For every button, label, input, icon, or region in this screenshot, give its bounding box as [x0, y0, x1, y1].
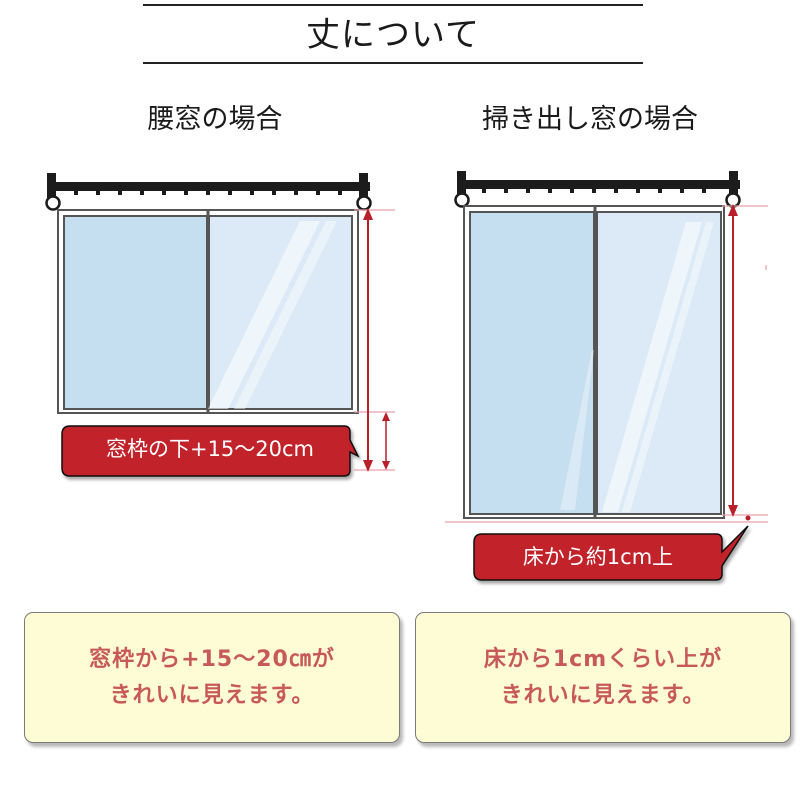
title-bottom-rule [143, 62, 643, 64]
page-title: 丈について [306, 15, 480, 55]
left-note-line-1: 窓枠から+15～20㎝が [89, 646, 335, 672]
right-heading: 掃き出し窓の場合 [482, 104, 698, 135]
left-note-box: 窓枠から+15～20㎝が きれいに見えます。 [24, 612, 400, 743]
right-note-box: 床から1cmくらい上が きれいに見えます。 [415, 612, 791, 743]
right-length-measure [445, 204, 768, 523]
left-note-line-2: きれいに見えます。 [109, 682, 315, 708]
right-callout-bubble [473, 525, 749, 581]
right-window-illustration [445, 171, 768, 581]
left-window-illustration [45, 173, 395, 477]
right-note-line-2: きれいに見えます。 [500, 682, 706, 708]
left-curtain-rod [45, 173, 372, 211]
left-callout-bubble [61, 425, 360, 477]
left-length-measure [354, 208, 395, 472]
left-window-frame [57, 209, 359, 414]
right-note-line-1: 床から1cmくらい上が [483, 646, 723, 672]
left-callout-text: 窓枠の下+15～20cm [105, 437, 315, 461]
right-callout-text: 床から約1cm上 [522, 545, 674, 569]
right-curtain-rod [454, 171, 741, 208]
left-heading: 腰窓の場合 [147, 104, 283, 135]
right-window-frame [463, 205, 725, 519]
title-top-rule [143, 4, 643, 6]
